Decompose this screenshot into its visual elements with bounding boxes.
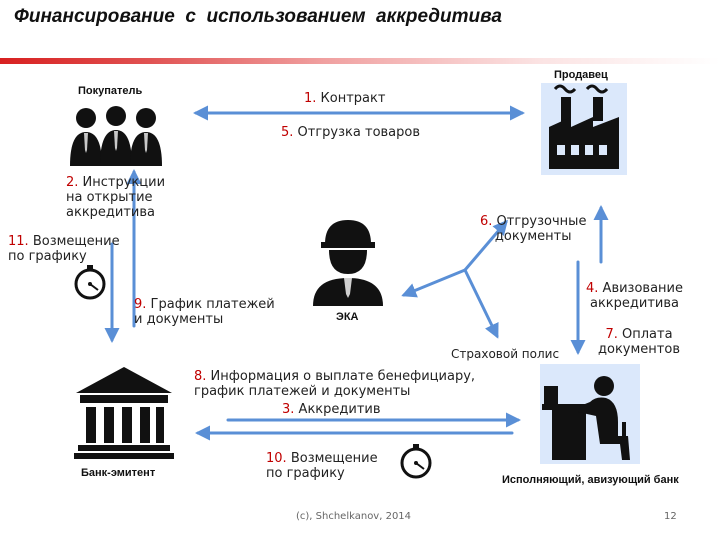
step-8-beneficiary-info: 8. Информация о выплате бенефициару, гра… bbox=[194, 369, 476, 399]
step-5-shipment: 5. Отгрузка товаров bbox=[281, 125, 421, 140]
step-9-payment-schedule: 9. График платежей и документы bbox=[134, 297, 275, 327]
arrow-eca-down bbox=[463, 268, 499, 339]
executing-bank-label: Исполняющий, авизующий банк bbox=[502, 474, 679, 486]
arrow-eca-left bbox=[401, 268, 467, 298]
factory-icon bbox=[541, 83, 627, 175]
people-group-icon bbox=[66, 100, 168, 166]
clock-icon bbox=[400, 444, 432, 479]
arrow-eca-up bbox=[463, 219, 508, 272]
eca-label: ЭКА bbox=[336, 311, 359, 323]
step-11-reimbursement: 11. Возмещение по графику bbox=[8, 234, 120, 264]
clock-icon bbox=[74, 265, 106, 300]
page-number: 12 bbox=[664, 511, 677, 522]
title-underline bbox=[0, 58, 720, 64]
step-3-letter-of-credit: 3. Аккредитив bbox=[282, 402, 381, 417]
step-10-reimbursement: 10. Возмещение по графику bbox=[266, 451, 378, 481]
step-4-advising: 4. Авизование аккредитива bbox=[586, 281, 683, 311]
bank-building-icon bbox=[74, 367, 174, 459]
seller-label: Продавец bbox=[554, 69, 608, 81]
copyright: (c), Shchelkanov, 2014 bbox=[296, 511, 412, 522]
person-at-computer-icon bbox=[540, 364, 640, 464]
worker-helmet-icon bbox=[313, 220, 383, 306]
step-2-instructions: 2. Инструкции на открытие аккредитива bbox=[66, 175, 166, 220]
issuing-bank-label: Банк-эмитент bbox=[81, 467, 156, 479]
insurance-policy-label: Страховой полис bbox=[451, 347, 560, 361]
step-1-contract: 1. Контракт bbox=[304, 91, 386, 106]
step-6-shipping-docs: 6. Отгрузочные документы bbox=[480, 214, 587, 244]
page-title: Финансирование с использованием аккредит… bbox=[14, 6, 502, 27]
step-7-payment-docs: 7. Оплата документов bbox=[598, 327, 680, 357]
buyer-label: Покупатель bbox=[78, 85, 143, 97]
